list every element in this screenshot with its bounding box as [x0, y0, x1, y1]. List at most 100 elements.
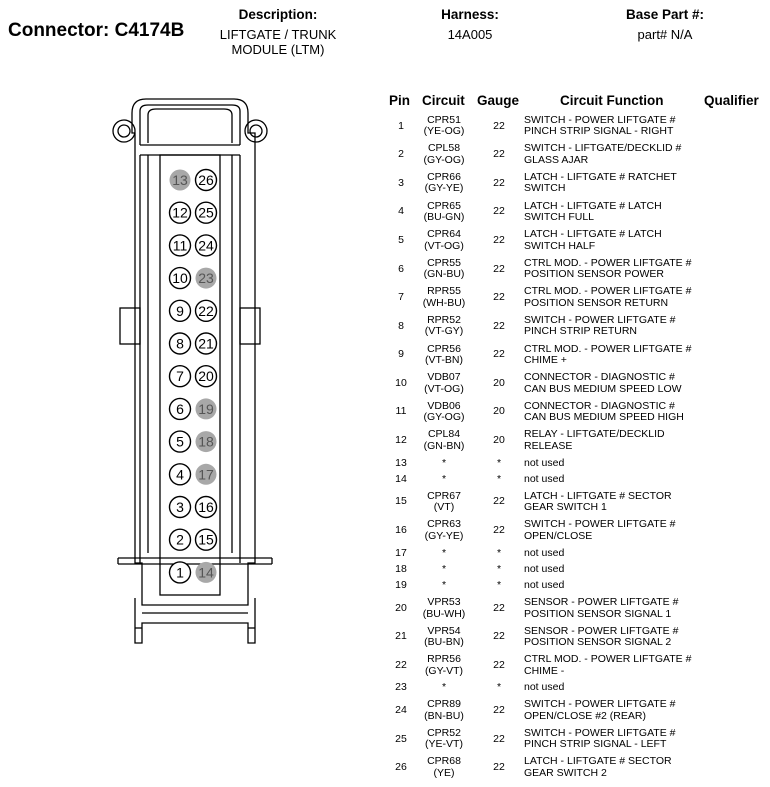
circuit-function: CTRL MOD. - POWER LIFTGATE #CHIME + — [524, 341, 714, 370]
circuit-function-line: SWITCH - POWER LIFTGATE # — [524, 698, 676, 711]
circuit-function-line: SWITCH - POWER LIFTGATE # — [524, 518, 676, 531]
circuit-cell: * — [417, 578, 471, 594]
cavity-circle — [195, 267, 217, 289]
cavity-circle — [168, 495, 192, 519]
pin-number: 14 — [395, 472, 407, 485]
cavity-label: 5 — [176, 434, 184, 450]
pin-number: 23 — [395, 681, 407, 694]
circuit-function-line: SENSOR - POWER LIFTGATE # — [524, 624, 679, 637]
pin-number: 9 — [398, 348, 404, 361]
wire-gauge: 22 — [493, 495, 505, 508]
circuit-id: CPR68 — [427, 755, 461, 768]
circuit-cell: * — [417, 472, 471, 488]
circuit-cell: CPR52(YE-VT) — [417, 725, 471, 754]
wire-gauge: 20 — [493, 405, 505, 418]
cavity-label: 9 — [176, 303, 184, 319]
wire-gauge: 22 — [493, 262, 505, 275]
circuit-function: CTRL MOD. - POWER LIFTGATE #CHIME - — [524, 651, 714, 680]
cavity-4: 4 — [168, 463, 192, 486]
wire-color: (BU-GN) — [423, 211, 465, 224]
wire-color: (BU-WH) — [422, 607, 466, 620]
wire-color: (GY-VT) — [424, 664, 464, 677]
cavity-circle — [195, 463, 217, 485]
circuit-id: VDB06 — [427, 399, 461, 412]
circuit-function-line: not used — [524, 681, 565, 694]
circuit-id: RPR56 — [427, 653, 461, 666]
circuit-function-line: OPEN/CLOSE #2 (REAR) — [524, 709, 646, 722]
wire-gauge: 22 — [493, 524, 505, 537]
cavity-7: 7 — [168, 365, 192, 388]
circuit-id: * — [441, 562, 447, 575]
wire-gauge: 22 — [493, 205, 505, 218]
cavity-circle — [194, 528, 218, 551]
pin-number: 7 — [398, 291, 404, 304]
circuit-function-line: RELEASE — [524, 439, 573, 452]
circuit-function-line: SWITCH - LIFTGATE/DECKLID # — [524, 142, 682, 155]
circuit-function-line: CTRL MOD. - POWER LIFTGATE # — [524, 342, 692, 355]
circuit-cell: CPR68(YE) — [417, 754, 471, 783]
pin-number: 5 — [398, 233, 404, 246]
pin-number: 15 — [395, 495, 407, 508]
pin-number: 17 — [395, 546, 407, 559]
cavity-label: 19 — [198, 401, 214, 417]
pin-number: 4 — [398, 205, 404, 218]
cavity-label: 1 — [176, 564, 184, 580]
circuit-cell: CPR65(BU-GN) — [417, 198, 471, 227]
circuit-function: SWITCH - POWER LIFTGATE #PINCH STRIP RET… — [524, 312, 714, 341]
cavity-circle — [168, 430, 192, 453]
circuit-function: not used — [524, 578, 714, 594]
circuit-function: SWITCH - POWER LIFTGATE #PINCH STRIP SIG… — [524, 725, 714, 754]
description-label: Description: — [238, 7, 318, 22]
cavity-12: 12 — [168, 201, 192, 224]
cavity-circle — [168, 299, 192, 323]
circuit-id: CPR66 — [427, 170, 461, 183]
circuit-function-line: CHIME + — [524, 354, 567, 367]
cavity-label: 25 — [198, 205, 214, 221]
circuit-function: not used — [524, 561, 714, 577]
cavity-2: 2 — [168, 528, 192, 551]
pin-number: 10 — [395, 376, 407, 389]
cavity-10: 10 — [168, 266, 192, 290]
column-header-pin: Pin — [389, 93, 411, 108]
circuit-function-line: CTRL MOD. - POWER LIFTGATE # — [524, 285, 692, 298]
wire-color: (BU-BN) — [424, 636, 464, 649]
connector-title: Connector: C4174B — [8, 20, 185, 41]
cavity-circle — [168, 397, 192, 421]
cavity-25: 25 — [194, 201, 218, 224]
pin-number: 13 — [395, 456, 407, 469]
cavity-circle — [169, 169, 191, 191]
circuit-cell: CPR51(YE-OG) — [417, 112, 471, 141]
circuit-id: * — [441, 472, 447, 485]
circuit-id: CPL58 — [427, 142, 461, 155]
circuit-cell: * — [417, 545, 471, 561]
circuit-function-line: SWITCH — [524, 182, 566, 195]
base-part-value: part# N/A — [637, 27, 693, 42]
wire-gauge: 20 — [493, 376, 505, 389]
column-header-gauge: Gauge — [477, 93, 520, 108]
cavity-label: 2 — [176, 532, 184, 548]
circuit-function: SWITCH - POWER LIFTGATE #PINCH STRIP SIG… — [524, 112, 714, 141]
circuit-function: CONNECTOR - DIAGNOSTIC #CAN BUS MEDIUM S… — [524, 369, 714, 398]
circuit-id: CPR89 — [427, 698, 461, 711]
circuit-function: not used — [524, 545, 714, 561]
circuit-function: SWITCH - LIFTGATE/DECKLID #GLASS AJAR — [524, 141, 714, 170]
pin-number: 8 — [398, 319, 404, 332]
circuit-cell: CPR66(GY-YE) — [417, 169, 471, 198]
cavity-label: 20 — [198, 368, 214, 384]
pin-number: 3 — [398, 176, 404, 189]
cavity-9: 9 — [168, 299, 192, 323]
wire-gauge: 22 — [493, 703, 505, 716]
cavity-8: 8 — [168, 332, 192, 355]
cavity-5: 5 — [168, 430, 192, 453]
circuit-function-line: CTRL MOD. - POWER LIFTGATE # — [524, 653, 692, 666]
wire-gauge: 22 — [493, 732, 505, 745]
cavity-circle — [168, 332, 192, 355]
